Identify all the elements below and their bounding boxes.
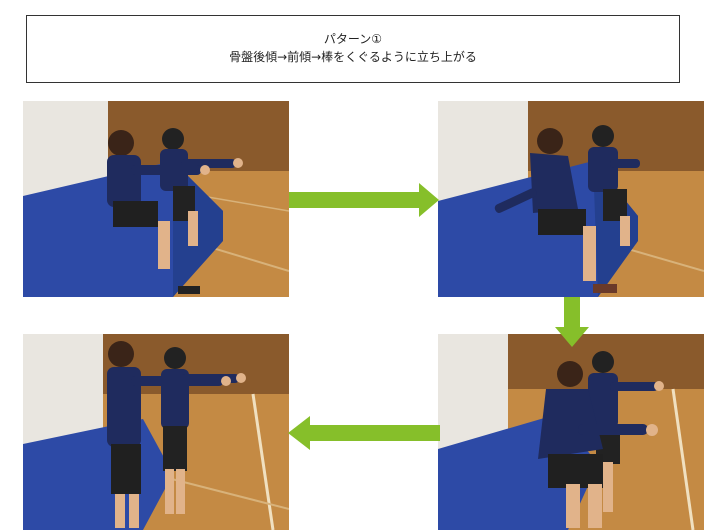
arrow-left-icon (288, 416, 440, 450)
photo-step-3-rising (438, 334, 704, 530)
pattern-title: パターン① (323, 32, 383, 46)
arrow-down-icon (555, 297, 589, 347)
photo-step-2-leaning (438, 101, 704, 297)
arrow-right-icon (289, 183, 439, 217)
photo-step-4-standing (23, 334, 289, 530)
photo-step-1-seated (23, 101, 289, 297)
pattern-caption-box: パターン① 骨盤後傾→前傾→棒をくぐるように立ち上がる (26, 15, 680, 83)
pattern-description: 骨盤後傾→前傾→棒をくぐるように立ち上がる (229, 50, 477, 64)
